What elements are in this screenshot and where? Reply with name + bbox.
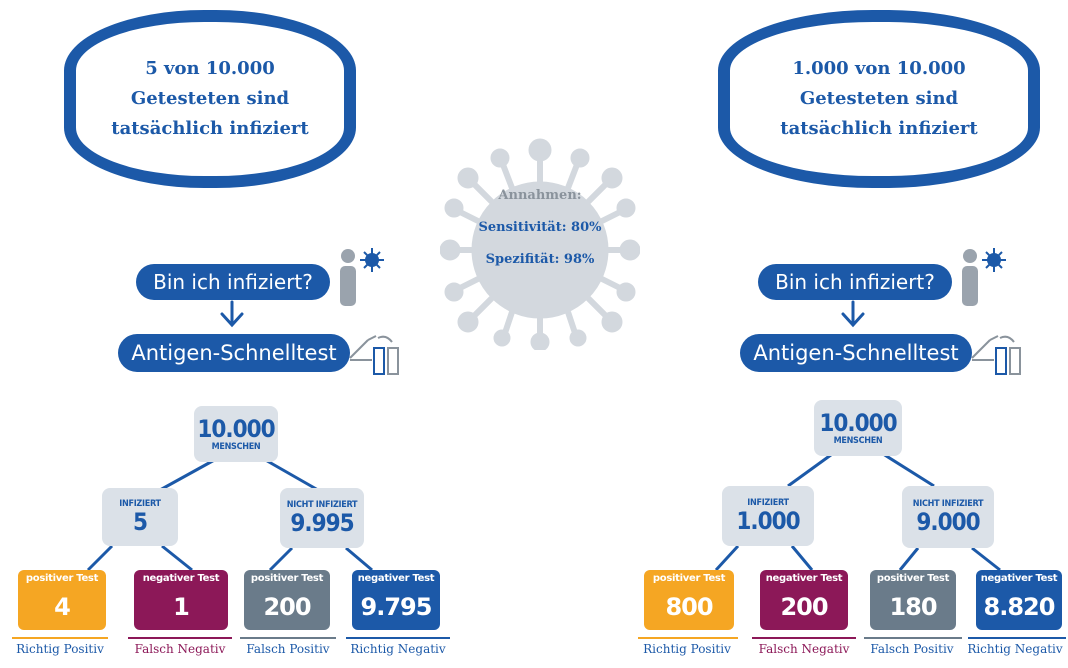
result-box-true-negative-left: negativer Test 9.795 bbox=[352, 570, 440, 630]
connector-infected-positive-right bbox=[714, 544, 740, 572]
result-value: 200 bbox=[263, 593, 311, 621]
root-value-right: 10.000 bbox=[819, 409, 897, 437]
connector-root-notinfected-left bbox=[261, 456, 319, 492]
not-infected-value-left: 9.995 bbox=[290, 509, 354, 537]
headline-line-2-left: Getesteten sind bbox=[130, 88, 290, 109]
headline-line-1-right: 1.000 von 10.000 bbox=[792, 58, 966, 79]
virus-icon bbox=[440, 138, 640, 350]
result-box-false-negative-right: negativer Test 200 bbox=[760, 570, 848, 630]
result-label-left: Falsch Negativ bbox=[134, 642, 226, 656]
connector-notinfected-negative-left bbox=[345, 546, 373, 572]
person-icon-right bbox=[962, 248, 1006, 306]
result-title: positiver Test bbox=[652, 573, 726, 584]
not-infected-node-right: NICHT INFIZIERT 9.000 bbox=[902, 486, 994, 548]
result-title: negativer Test bbox=[142, 573, 220, 584]
not-infected-node-left: NICHT INFIZIERT 9.995 bbox=[280, 488, 364, 548]
underline-maroon-left bbox=[128, 637, 232, 639]
result-box-false-positive-right: positiver Test 180 bbox=[870, 570, 956, 630]
root-node-left: 10.000 MENSCHEN bbox=[194, 406, 278, 462]
result-label-left: Richtig Positiv bbox=[16, 642, 104, 656]
headline-line-2-right: Getesteten sind bbox=[799, 88, 959, 109]
not-infected-label-left: NICHT INFIZIERT bbox=[286, 500, 358, 510]
infected-label-right: INFIZIERT bbox=[747, 498, 789, 508]
test-pill-left: Antigen-Schnelltest bbox=[118, 334, 350, 372]
result-label-left: Falsch Positiv bbox=[246, 642, 330, 656]
person-icon-left bbox=[340, 248, 384, 306]
result-title: negativer Test bbox=[357, 573, 435, 584]
result-box-false-positive-left: positiver Test 200 bbox=[244, 570, 330, 630]
arrow-head-left bbox=[220, 312, 244, 328]
not-infected-label-right: NICHT INFIZIERT bbox=[912, 499, 984, 509]
infected-value-left: 5 bbox=[132, 508, 148, 536]
connector-root-infected-right bbox=[787, 450, 836, 488]
headline-line-1-left: 5 von 10.000 bbox=[145, 58, 275, 79]
result-box-true-negative-right: negativer Test 8.820 bbox=[976, 570, 1062, 630]
question-pill-right: Bin ich infiziert? bbox=[758, 264, 952, 300]
infected-label-left: INFIZIERT bbox=[119, 499, 161, 509]
result-label-left: Richtig Negativ bbox=[350, 642, 446, 656]
root-label-right: MENSCHEN bbox=[833, 436, 883, 446]
question-pill-left: Bin ich infiziert? bbox=[136, 264, 330, 300]
assumptions-sensitivity: Sensitivität: 80% bbox=[478, 220, 602, 235]
arrow-head-right bbox=[841, 312, 865, 328]
test-pill-right: Antigen-Schnelltest bbox=[740, 334, 972, 372]
underline-maroon-right bbox=[752, 637, 856, 639]
result-value: 200 bbox=[780, 593, 828, 621]
result-title: negativer Test bbox=[765, 573, 843, 584]
underline-blue-right bbox=[968, 637, 1066, 639]
headline-line-3-left: tatsächlich infiziert bbox=[111, 118, 309, 139]
assumptions-specificity: Spezifität: 98% bbox=[485, 252, 595, 267]
result-title: positiver Test bbox=[25, 573, 99, 584]
connector-infected-positive-left bbox=[86, 544, 114, 572]
result-value: 1 bbox=[173, 593, 190, 621]
connector-notinfected-positive-right bbox=[898, 547, 920, 571]
result-value: 4 bbox=[54, 593, 71, 621]
connector-notinfected-positive-left bbox=[268, 546, 294, 572]
underline-slate-right bbox=[864, 637, 962, 639]
test-kit-icon-left bbox=[349, 335, 399, 375]
result-title: positiver Test bbox=[876, 573, 950, 584]
connector-notinfected-negative-right bbox=[971, 546, 1001, 572]
result-label-right: Richtig Positiv bbox=[643, 642, 731, 656]
result-label-right: Richtig Negativ bbox=[967, 642, 1063, 656]
root-value-left: 10.000 bbox=[197, 415, 275, 443]
headline-capsule-right: 1.000 von 10.000 Getesteten sind tatsäch… bbox=[718, 10, 1040, 188]
result-label-right: Falsch Positiv bbox=[870, 642, 954, 656]
result-box-true-positive-left: positiver Test 4 bbox=[18, 570, 106, 630]
test-kit-icon-right bbox=[971, 335, 1021, 375]
not-infected-value-right: 9.000 bbox=[916, 508, 980, 536]
result-value: 8.820 bbox=[983, 593, 1056, 621]
result-value: 800 bbox=[665, 593, 713, 621]
assumptions-title: Annahmen: bbox=[498, 188, 582, 203]
root-label-left: MENSCHEN bbox=[211, 442, 261, 452]
result-label-right: Falsch Negativ bbox=[758, 642, 850, 656]
infected-node-left: INFIZIERT 5 bbox=[102, 488, 178, 546]
root-node-right: 10.000 MENSCHEN bbox=[814, 400, 902, 456]
infected-node-right: INFIZIERT 1.000 bbox=[722, 486, 814, 546]
connector-infected-negative-left bbox=[161, 544, 193, 572]
infected-value-right: 1.000 bbox=[736, 507, 800, 535]
result-value: 180 bbox=[889, 593, 937, 621]
underline-orange-right bbox=[638, 637, 738, 639]
headline-capsule-left: 5 von 10.000 Getesteten sind tatsächlich… bbox=[64, 10, 356, 188]
result-box-false-negative-left: negativer Test 1 bbox=[134, 570, 228, 630]
result-value: 9.795 bbox=[360, 593, 433, 621]
result-title: positiver Test bbox=[250, 573, 324, 584]
underline-slate-left bbox=[240, 637, 336, 639]
underline-blue-left bbox=[346, 637, 450, 639]
connector-infected-negative-right bbox=[790, 545, 814, 571]
result-title: negativer Test bbox=[980, 573, 1058, 584]
result-box-true-positive-right: positiver Test 800 bbox=[644, 570, 734, 630]
connector-root-notinfected-right bbox=[879, 450, 935, 488]
connector-root-infected-left bbox=[159, 456, 219, 492]
underline-orange-left bbox=[12, 637, 108, 639]
headline-line-3-right: tatsächlich infiziert bbox=[780, 118, 978, 139]
